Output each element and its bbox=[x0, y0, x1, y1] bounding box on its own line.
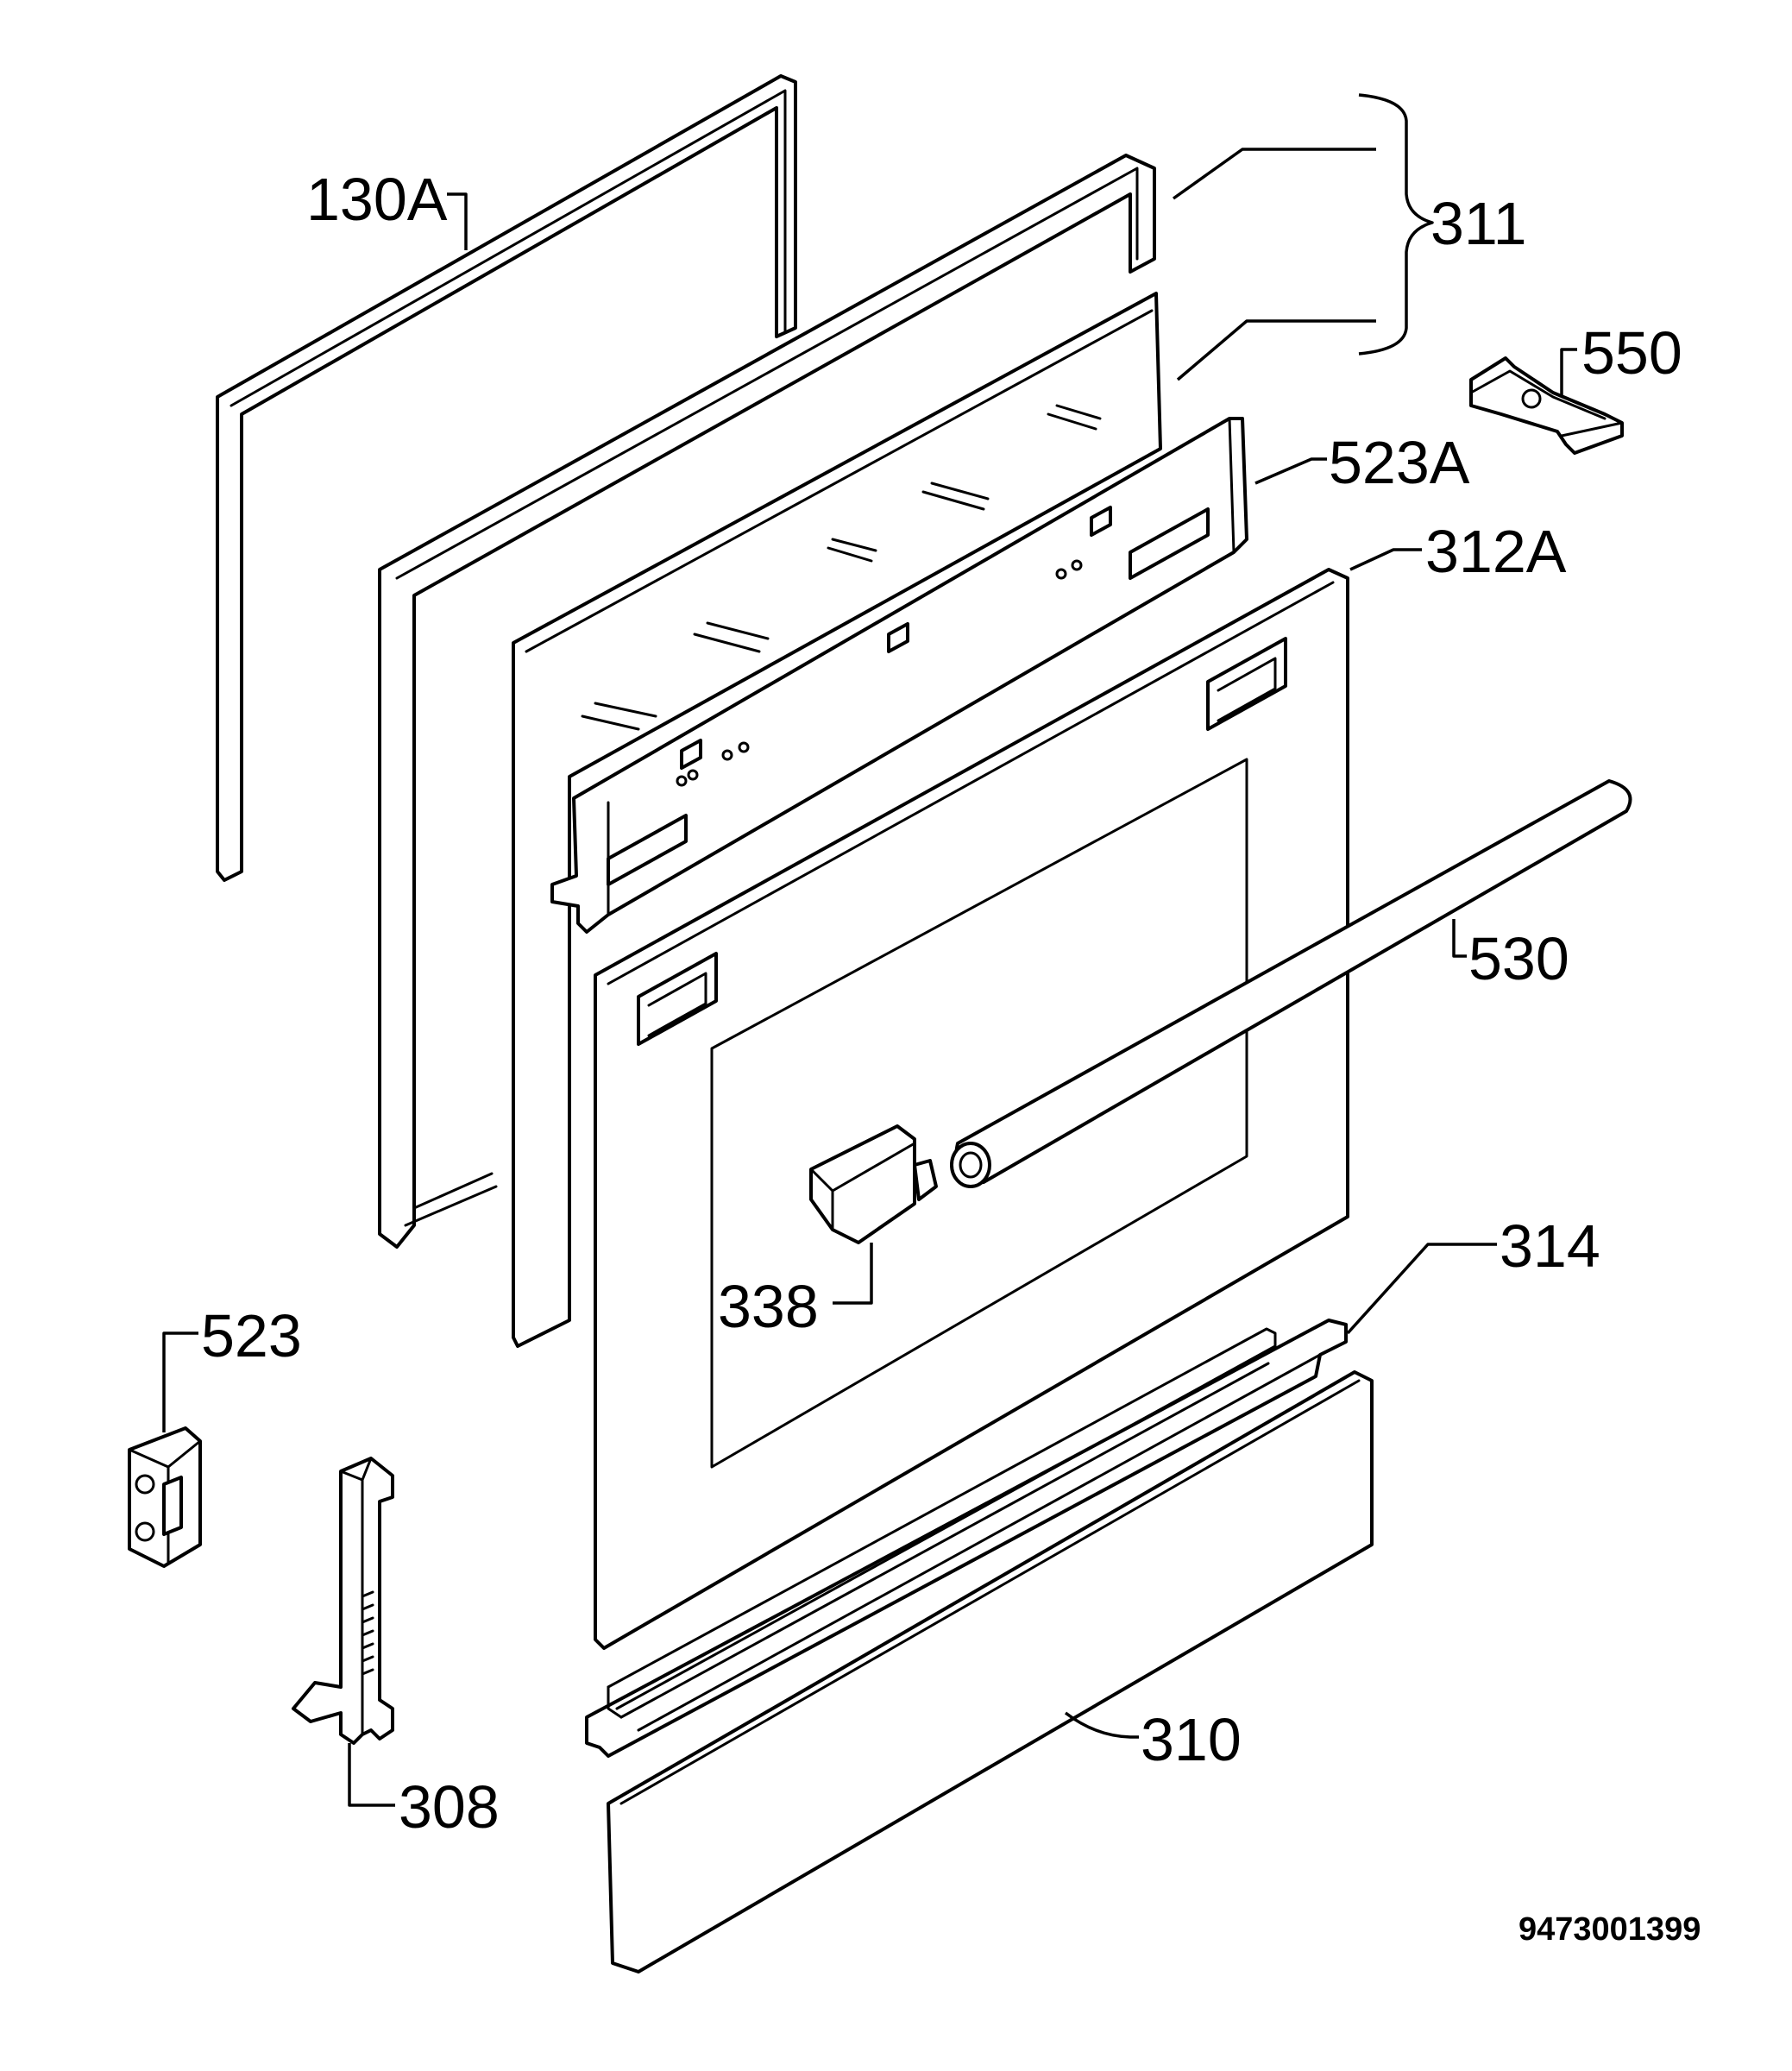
label-308: 308 bbox=[399, 1773, 500, 1841]
part-311-outer-frame bbox=[378, 154, 1156, 1249]
label-338: 338 bbox=[718, 1273, 819, 1340]
label-523: 523 bbox=[201, 1302, 302, 1369]
part-311-glass-panel bbox=[512, 292, 1162, 1348]
part-523-hinge-block bbox=[128, 1426, 202, 1568]
drawing-number: 9473001399 bbox=[1518, 1911, 1701, 1948]
label-523A: 523A bbox=[1329, 429, 1470, 496]
part-308-hinge-arm bbox=[292, 1457, 394, 1745]
label-312A: 312A bbox=[1425, 518, 1567, 585]
label-550: 550 bbox=[1581, 319, 1682, 387]
label-530: 530 bbox=[1468, 925, 1569, 992]
part-550-clip bbox=[1469, 356, 1624, 455]
part-523A-bracket bbox=[550, 417, 1248, 934]
leader-lines bbox=[162, 93, 1577, 1807]
label-314: 314 bbox=[1500, 1212, 1600, 1280]
part-130A-gasket bbox=[216, 74, 797, 882]
label-310: 310 bbox=[1141, 1706, 1242, 1773]
part-310-cover-strip bbox=[607, 1370, 1374, 1973]
part-312A-door-panel bbox=[594, 568, 1349, 1650]
part-314-bottom-rail bbox=[585, 1319, 1348, 1758]
label-311: 311 bbox=[1430, 190, 1527, 257]
label-130A: 130A bbox=[306, 166, 448, 233]
part-338-end-cap bbox=[809, 1124, 938, 1244]
part-530-handle-bar bbox=[950, 779, 1632, 1188]
part-labels: 130A 311 550 523A 312A 530 314 338 523 3… bbox=[201, 166, 1701, 1948]
